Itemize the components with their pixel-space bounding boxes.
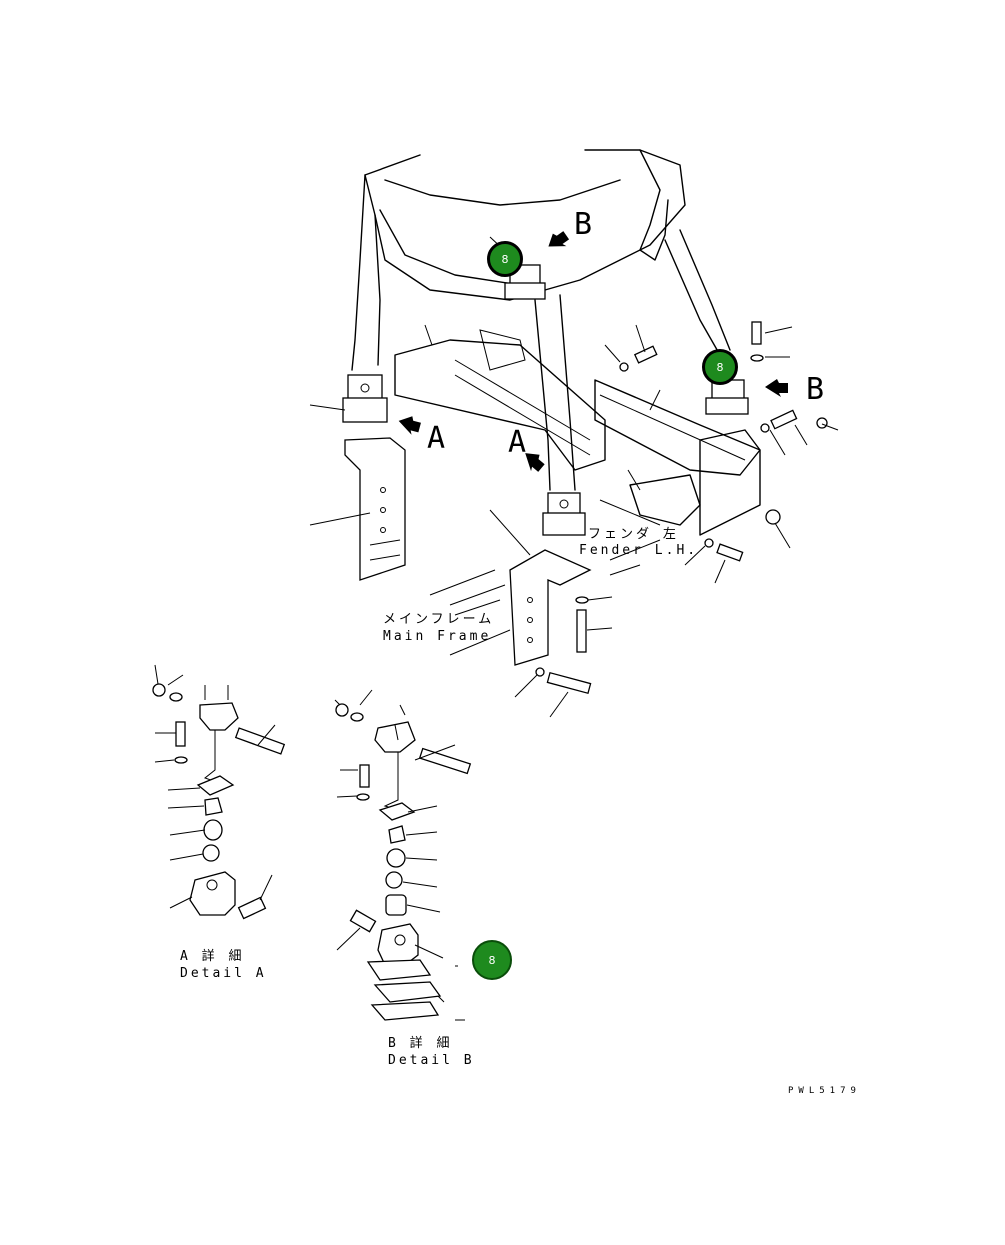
fasteners-main [535,321,828,695]
callout-number: 8 [716,360,724,374]
fender-caption-jp: フェンダ 左 [588,527,679,542]
center-mount-bracket [509,549,592,666]
view-label-b-top: B [574,207,593,242]
fender-caption-en: Fender L.H. [579,543,699,558]
callout-marker-right[interactable]: 8 [702,349,738,385]
callout-marker-top[interactable]: 8 [487,241,523,277]
drawing-reference-number: PWL5179 [788,1086,861,1096]
rops-mount-right [705,379,749,415]
view-arrows [398,231,788,472]
main-frame-assembly [394,329,761,656]
detail-b-caption-jp: B 詳 細 [388,1036,453,1051]
callout-marker-detail-b[interactable]: 8 [472,940,512,980]
rops-canopy [351,149,731,491]
left-mount-bracket [344,437,406,581]
detail-a-drawing [152,664,286,920]
detail-a-caption-en: Detail A [180,966,267,981]
main-frame-caption-jp: メインフレーム [383,612,495,627]
detail-b-drawing [334,689,472,1021]
rops-mount-center [542,492,586,536]
view-label-a: A [427,421,446,456]
detail-b-caption-en: Detail B [388,1053,475,1068]
view-label-b-right: B [806,372,825,407]
rops-mount-top [504,264,546,300]
main-frame-caption-en: Main Frame [383,629,492,644]
leader-lines [309,236,839,718]
detail-a-caption-jp: A 詳 細 [180,949,245,964]
callout-number: 8 [488,953,496,967]
view-label-a-center: A [508,425,527,460]
rops-mount-left [342,374,388,423]
callout-number: 8 [501,252,509,266]
